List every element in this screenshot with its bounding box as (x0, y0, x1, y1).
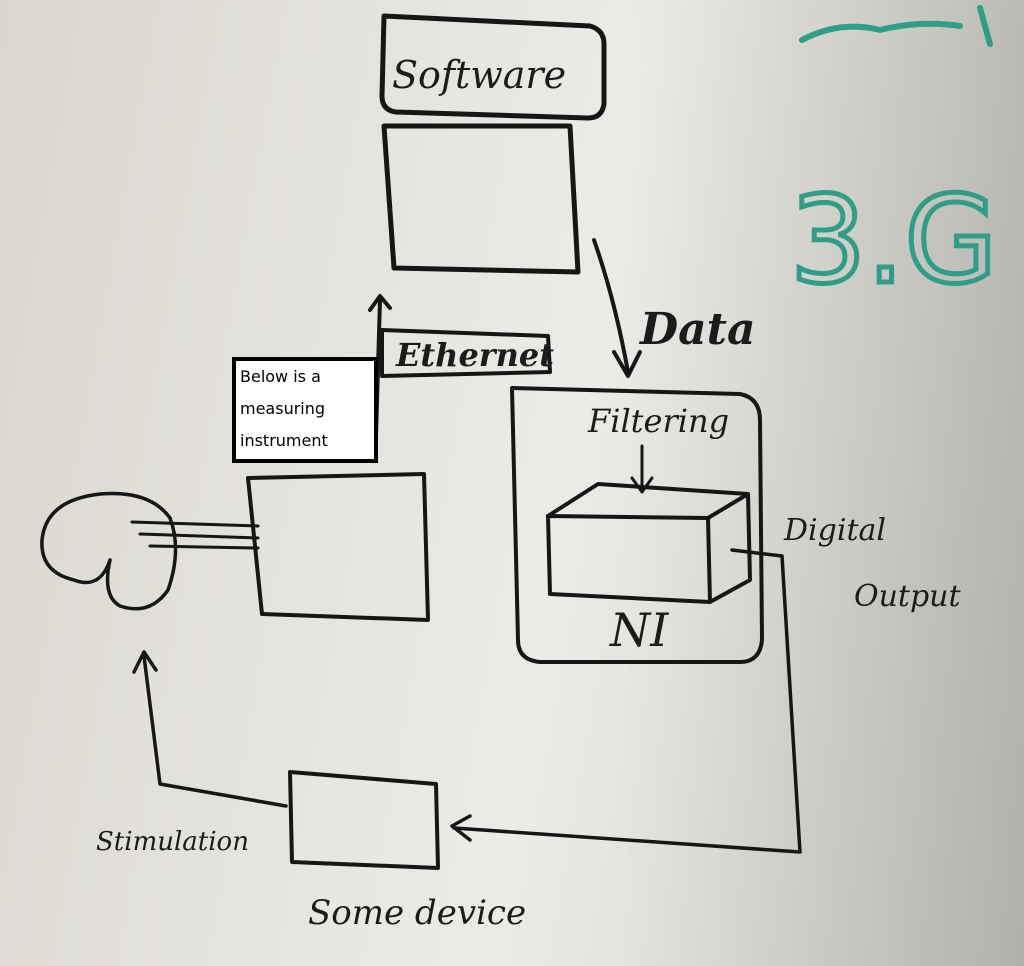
data-label: Data (638, 304, 756, 355)
ethernet-label: Ethernet (395, 336, 554, 374)
digital-output-line2: Output (854, 579, 961, 614)
computer-box (381, 123, 581, 275)
ethernet-label-box (380, 328, 552, 378)
software-box (379, 13, 607, 121)
digital-output-line1: Digital (783, 513, 886, 548)
filtering-arrow (630, 444, 654, 494)
data-arrow (592, 238, 642, 378)
software-label: Software (392, 53, 566, 97)
teal-scribble (799, 5, 993, 47)
some-device-box (288, 770, 440, 870)
ni-container (510, 386, 764, 664)
filtering-label: Filtering (587, 402, 729, 440)
ni-label: NI (609, 603, 669, 657)
organ-shape (40, 491, 178, 611)
sensor-wires (130, 520, 260, 550)
stimulation-label: Stimulation (96, 827, 249, 857)
some-device-label: Some device (308, 893, 526, 933)
ni-device-box (546, 482, 752, 604)
digital-output-wire (450, 548, 802, 854)
stimulation-arrow (132, 650, 288, 808)
measuring-instrument-box (246, 472, 430, 622)
teal-marker-text: 3.G (790, 172, 997, 311)
measuring-instrument-note: Below is a measuring instrument (232, 357, 378, 463)
